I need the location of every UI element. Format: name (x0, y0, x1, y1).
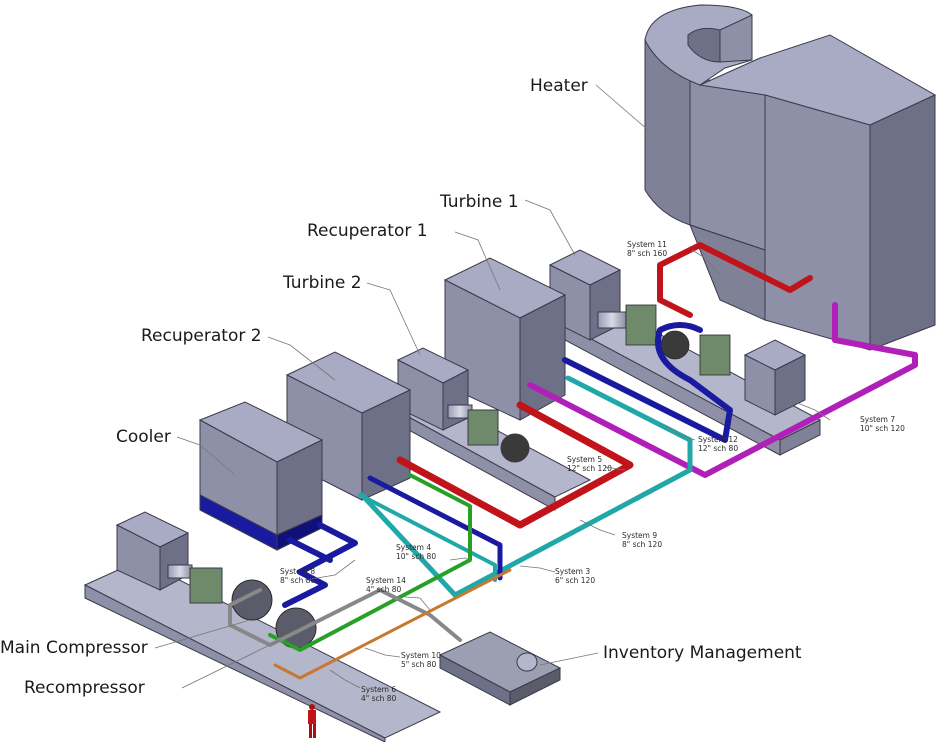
inventory-management (438, 631, 562, 706)
pipe-system-4 (367, 475, 503, 581)
leader-lines (154, 199, 831, 689)
person-scale-figure (308, 704, 316, 738)
turbine1-gearbox (625, 304, 731, 376)
turbine2 (396, 347, 530, 463)
heater (644, 4, 937, 351)
cooler-label: Cooler (116, 427, 171, 447)
heater-label: Heater (530, 76, 588, 96)
pipe-system-5 (396, 401, 634, 529)
pipe-system-12 (562, 322, 733, 443)
compressor-motor (115, 511, 223, 604)
cooler (198, 401, 324, 551)
pipe-system-7 (527, 302, 918, 478)
recompressor-label: Recompressor (24, 678, 145, 698)
pipe-system-8 (282, 522, 358, 608)
turbine2-label: Turbine 2 (283, 273, 362, 293)
pipe-system-11 (657, 242, 813, 318)
inventory-management-label: Inventory Management (603, 643, 802, 663)
recuperator2-label: Recuperator 2 (141, 326, 262, 346)
turbine1-aux-box (743, 339, 807, 416)
main-compressor-label: Main Compressor (0, 638, 148, 658)
pipe-system-6 (273, 568, 512, 680)
recuperator1-label: Recuperator 1 (307, 221, 428, 241)
heater-leader (595, 84, 649, 131)
turbine1-label: Turbine 1 (440, 192, 519, 212)
turbine1 (548, 249, 627, 341)
pipe-system-3 (358, 493, 497, 582)
pipe-system-9 (359, 375, 693, 598)
